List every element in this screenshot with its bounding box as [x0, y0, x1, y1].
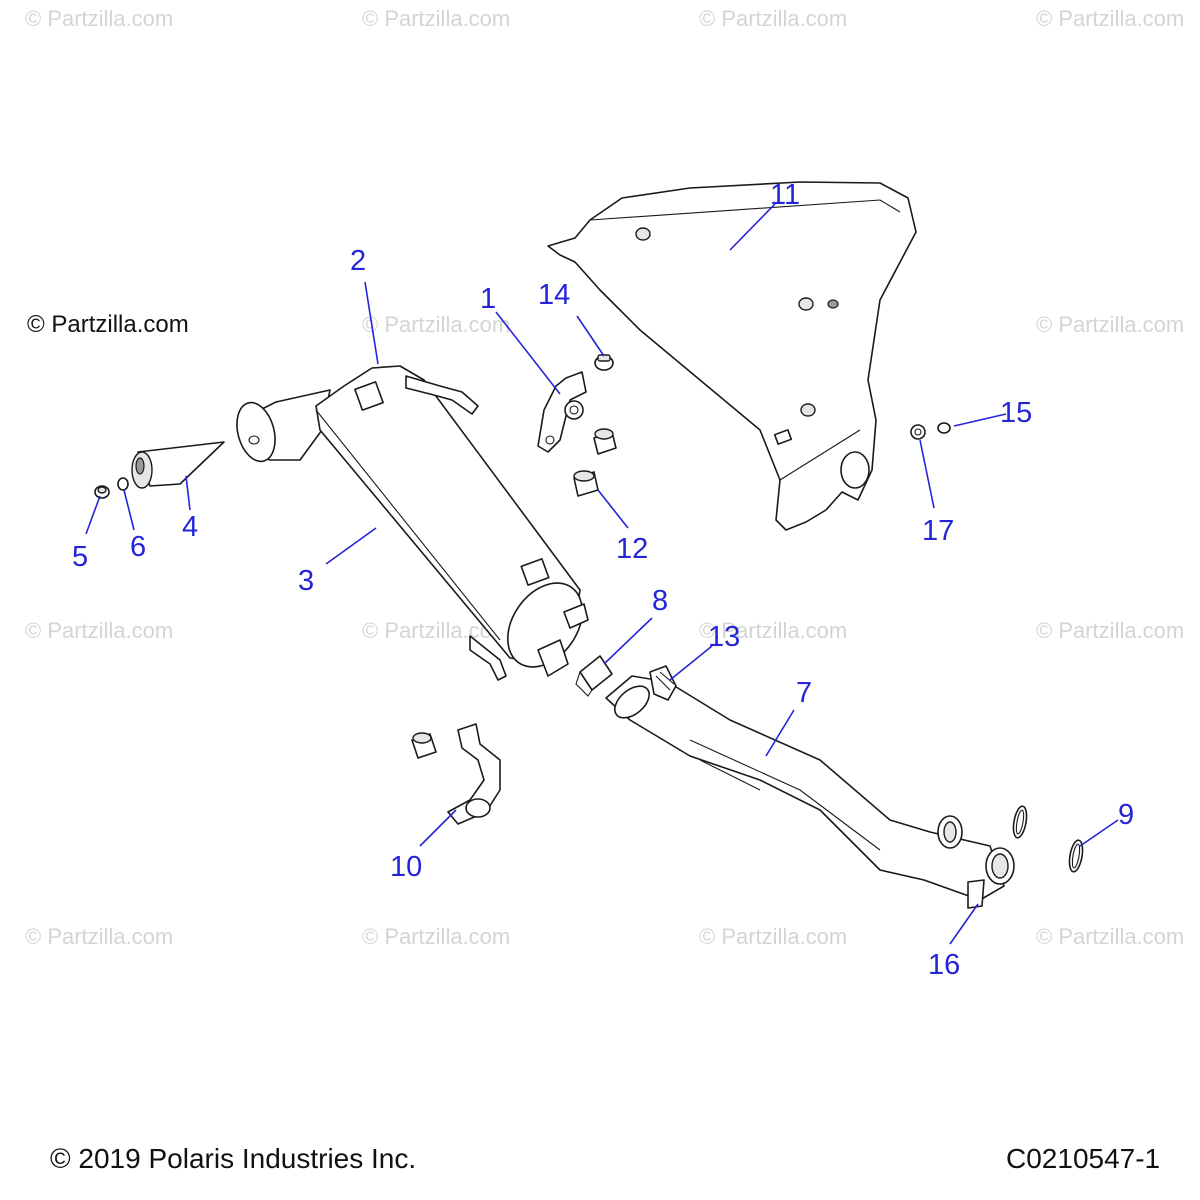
callout-6: 6 — [130, 531, 146, 563]
part-3-muffler — [236, 365, 589, 681]
callout-1: 1 — [480, 283, 496, 315]
watermark: © Partzilla.com — [1036, 924, 1184, 949]
callout-15: 15 — [1000, 397, 1032, 429]
part-14-bolt — [594, 354, 614, 371]
part-4-spark-arrestor — [131, 441, 225, 489]
part-1-bracket — [537, 371, 587, 453]
watermark: © Partzilla.com — [25, 924, 173, 949]
leader-lines — [85, 203, 1119, 945]
watermark: © Partzilla.com — [699, 618, 847, 643]
watermark: © Partzilla.com — [362, 924, 510, 949]
diagram-code: C0210547-1 — [1006, 1143, 1161, 1174]
callout-5: 5 — [72, 541, 88, 573]
watermark: © Partzilla.com — [699, 924, 847, 949]
watermark: © Partzilla.com — [1036, 618, 1184, 643]
callout-10: 10 — [390, 851, 422, 883]
part-17-washer — [910, 424, 926, 440]
callout-11: 11 — [770, 179, 800, 211]
watermark-grid: © Partzilla.com © Partzilla.com © Partzi… — [25, 6, 1184, 949]
part-11-heat-shield — [547, 181, 917, 531]
callout-4: 4 — [182, 511, 198, 543]
copyright-text: © 2019 Polaris Industries Inc. — [50, 1143, 417, 1174]
watermark: © Partzilla.com — [1036, 6, 1184, 31]
watermark: © Partzilla.com — [699, 6, 847, 31]
part-9-seal — [1012, 805, 1084, 873]
part-5-screw — [94, 485, 110, 499]
callout-labels: 1 2 3 4 5 6 7 8 9 10 11 12 13 14 15 16 1… — [72, 179, 1134, 981]
part-7-head-pipe — [605, 675, 1015, 909]
partzilla-watermark-main: © Partzilla.com — [27, 311, 189, 338]
callout-17: 17 — [922, 515, 954, 547]
callout-14: 14 — [538, 279, 570, 311]
callout-16: 16 — [928, 949, 960, 981]
watermark: © Partzilla.com — [25, 618, 173, 643]
callout-8: 8 — [652, 585, 668, 617]
watermark: © Partzilla.com — [1036, 312, 1184, 337]
callout-3: 3 — [298, 565, 314, 597]
callout-9: 9 — [1118, 799, 1134, 831]
callout-12: 12 — [616, 533, 648, 565]
watermark: © Partzilla.com — [362, 312, 510, 337]
callout-7: 7 — [796, 677, 812, 709]
callout-2: 2 — [350, 245, 366, 277]
part-8-gasket — [575, 655, 613, 697]
part-10-lower-bracket — [411, 723, 501, 825]
part-6-washer — [117, 477, 129, 491]
part-13-clamp — [649, 665, 677, 701]
watermark: © Partzilla.com — [25, 6, 173, 31]
part-12-grommets — [573, 428, 617, 497]
watermark: © Partzilla.com — [362, 6, 510, 31]
part-15-screw — [937, 422, 951, 434]
callout-13: 13 — [708, 621, 740, 653]
